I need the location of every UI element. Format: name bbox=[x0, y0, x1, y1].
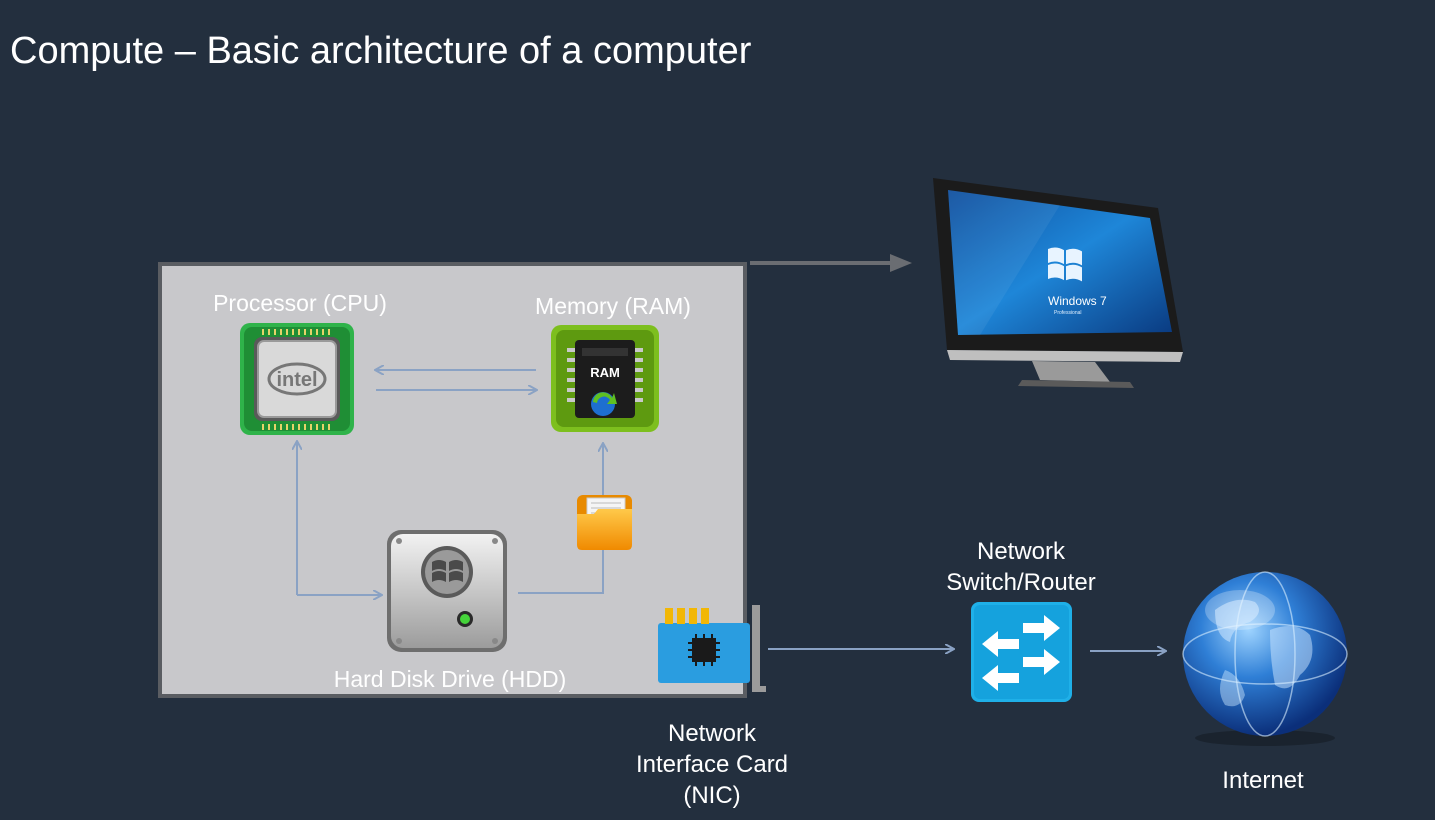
cpu-chip-text: intel bbox=[276, 369, 317, 391]
hdd-ram-arrow bbox=[518, 444, 603, 594]
nic-card-icon bbox=[658, 605, 766, 692]
nic-label: Network Interface Card (NIC) bbox=[612, 718, 812, 811]
switch-router-icon bbox=[971, 602, 1072, 702]
switch-label-line1: Network bbox=[976, 538, 1066, 565]
monitor-icon: Windows 7 Professional bbox=[933, 178, 1183, 388]
internet-globe-icon bbox=[1182, 571, 1348, 746]
internet-label: Internet bbox=[1222, 767, 1304, 794]
ram-chip-text: RAM bbox=[590, 365, 620, 380]
switch-label: Network Switch/Router bbox=[921, 536, 1121, 598]
cpu-ram-arrows bbox=[376, 370, 536, 390]
folder-icon bbox=[577, 495, 632, 550]
ram-label: Memory (RAM) bbox=[535, 293, 691, 319]
cpu-hdd-arrow bbox=[297, 442, 381, 595]
nic-label-line2: Interface Card bbox=[635, 751, 789, 778]
cpu-chip-icon: intel bbox=[240, 323, 354, 435]
hdd-icon bbox=[387, 530, 507, 652]
slide-title: Compute – Basic architecture of a comput… bbox=[10, 30, 752, 72]
cpu-label: Processor (CPU) bbox=[213, 290, 387, 316]
nic-label-line1: Network bbox=[667, 720, 757, 747]
monitor-os-text: Windows 7 bbox=[1048, 294, 1107, 308]
hdd-label: Hard Disk Drive (HDD) bbox=[333, 666, 567, 692]
box-monitor-arrow bbox=[750, 254, 912, 272]
switch-label-line2: Switch/Router bbox=[946, 569, 1096, 596]
nic-label-line3: (NIC) bbox=[683, 782, 741, 809]
ram-chip-icon: RAM bbox=[551, 325, 659, 432]
monitor-os-edition: Professional bbox=[1054, 310, 1082, 316]
